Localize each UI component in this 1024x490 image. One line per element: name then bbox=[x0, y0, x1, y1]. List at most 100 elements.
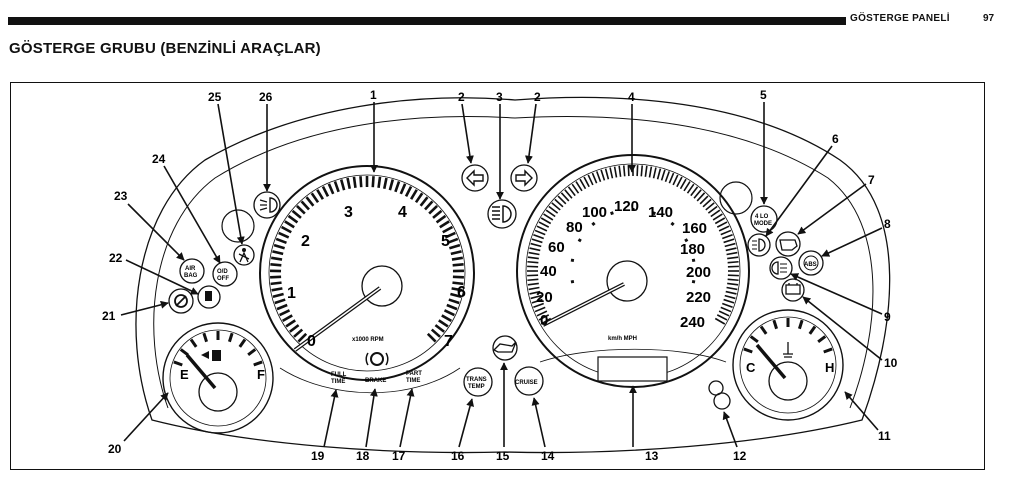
speed-ticks-mark bbox=[538, 221, 550, 228]
blank-lamp-right bbox=[719, 181, 753, 215]
callout-19: 19 bbox=[311, 449, 325, 463]
tach-num-5: 5 bbox=[441, 233, 450, 250]
speed-ticks-mark bbox=[718, 310, 730, 317]
callout-8: 8 bbox=[884, 217, 891, 231]
tach-ticks-mark bbox=[438, 319, 449, 328]
speed-ticks-mark bbox=[705, 202, 715, 211]
speed-ticks-mark bbox=[721, 233, 733, 240]
speed-ticks-mark bbox=[545, 209, 556, 218]
speedometer-ticks bbox=[527, 165, 739, 325]
svg-text:BAG: BAG bbox=[184, 273, 198, 279]
front-fog-light-icon bbox=[747, 233, 771, 257]
fuel-ticks-mark bbox=[227, 332, 234, 343]
callout-14: 14 bbox=[541, 449, 555, 463]
coolant-icon bbox=[783, 342, 793, 358]
speed-num-80: 80 bbox=[566, 219, 583, 236]
fuel-gauge-ticks bbox=[173, 331, 263, 367]
temperature-gauge-ticks bbox=[743, 318, 833, 354]
tach-ticks-mark bbox=[388, 179, 395, 191]
temp-ticks-mark bbox=[743, 347, 753, 354]
speed-ticks-mark bbox=[660, 169, 666, 181]
tach-num-2: 2 bbox=[301, 233, 310, 250]
speedometer-hub bbox=[606, 260, 648, 302]
callout-4: 4 bbox=[628, 90, 635, 104]
tach-num-6: 6 bbox=[457, 284, 466, 301]
temp-ticks-mark bbox=[759, 325, 768, 335]
speed-ticks-mark bbox=[613, 166, 618, 178]
speed-ticks-mark bbox=[725, 290, 737, 295]
tach-ticks-mark bbox=[270, 263, 282, 267]
svg-text:O/D: O/D bbox=[217, 269, 228, 275]
speed-ticks-mark bbox=[648, 166, 653, 178]
header-rule bbox=[8, 17, 846, 25]
headlight-icon bbox=[253, 191, 281, 219]
callout-9: 9 bbox=[884, 310, 891, 324]
speed-dots-mark bbox=[684, 238, 689, 243]
tach-ticks-mark bbox=[447, 237, 459, 244]
temp-ticks-mark bbox=[817, 335, 827, 344]
speed-ticks-mark bbox=[727, 260, 739, 264]
speed-ticks-mark bbox=[721, 302, 733, 309]
temp-ticks-mark bbox=[772, 319, 779, 330]
temp-ticks-mark bbox=[797, 319, 804, 330]
speed-ticks-mark bbox=[527, 278, 539, 282]
tach-ticks-mark bbox=[276, 303, 288, 311]
tach-ticks-mark bbox=[377, 176, 382, 188]
speed-ticks-mark bbox=[714, 317, 726, 325]
tach-ticks-mark bbox=[399, 183, 407, 195]
speed-num-180: 180 bbox=[680, 241, 705, 258]
low-oil-pressure-icon bbox=[492, 335, 518, 361]
tach-num-7: 7 bbox=[444, 333, 453, 350]
callout-22: 22 bbox=[109, 251, 123, 265]
speed-ticks-mark bbox=[720, 306, 732, 313]
speed-ticks-mark bbox=[622, 165, 626, 177]
tach-ticks-mark bbox=[281, 314, 293, 323]
tach-ticks-mark bbox=[272, 250, 284, 256]
tach-ticks-mark bbox=[280, 225, 292, 234]
low-fuel-icon bbox=[197, 285, 221, 309]
speed-dots-mark bbox=[570, 279, 575, 284]
callout-26: 26 bbox=[259, 90, 273, 104]
temp-ticks-mark bbox=[749, 335, 759, 344]
page-heading: GÖSTERGE GRUBU (BENZİNLİ ARAÇLAR) bbox=[9, 40, 321, 57]
tach-ticks-mark bbox=[297, 332, 308, 343]
speed-ticks-mark bbox=[531, 238, 543, 244]
speed-ticks-mark bbox=[724, 294, 736, 300]
tach-ticks-mark bbox=[359, 176, 363, 188]
battery-charge-icon bbox=[781, 278, 805, 302]
speed-ticks-mark bbox=[656, 168, 662, 180]
tach-ticks-mark bbox=[451, 287, 463, 292]
speed-ticks-mark bbox=[554, 198, 564, 208]
tach-ticks-mark bbox=[435, 214, 447, 224]
callout-12: 12 bbox=[733, 449, 747, 463]
turn-signal-right-icon bbox=[510, 164, 538, 192]
tach-num-1: 1 bbox=[287, 285, 296, 302]
temp-hot-label: H bbox=[825, 360, 834, 375]
page-number: 97 bbox=[983, 13, 995, 24]
svg-text:AIR: AIR bbox=[185, 266, 196, 272]
callout-11: 11 bbox=[878, 429, 891, 443]
speed-ticks-mark bbox=[726, 251, 738, 256]
speed-ticks-mark bbox=[534, 306, 546, 313]
speed-ticks-mark bbox=[579, 178, 587, 190]
tach-ticks-mark bbox=[285, 319, 296, 328]
fuel-ticks-mark bbox=[179, 348, 189, 357]
speed-ticks-mark bbox=[543, 213, 554, 221]
svg-text:OFF: OFF bbox=[217, 276, 229, 282]
speed-ticks-mark bbox=[527, 260, 539, 264]
tach-ticks-mark bbox=[271, 287, 283, 292]
speed-ticks-mark bbox=[536, 310, 548, 317]
speed-ticks-mark bbox=[618, 165, 622, 177]
callout-13: 13 bbox=[645, 449, 659, 463]
cluster-outer-outline bbox=[135, 96, 891, 454]
speed-ticks-mark bbox=[587, 174, 594, 186]
airbag-indicator: AIR BAG bbox=[179, 258, 205, 284]
speed-ticks-mark bbox=[609, 167, 614, 179]
tach-ticks-mark bbox=[419, 196, 429, 207]
speed-dots-mark bbox=[577, 238, 582, 243]
full-time-line1: FULL bbox=[331, 372, 347, 378]
speed-ticks-mark bbox=[575, 181, 583, 192]
speed-ticks-mark bbox=[696, 192, 706, 202]
temperature-gauge: C H bbox=[732, 309, 844, 421]
